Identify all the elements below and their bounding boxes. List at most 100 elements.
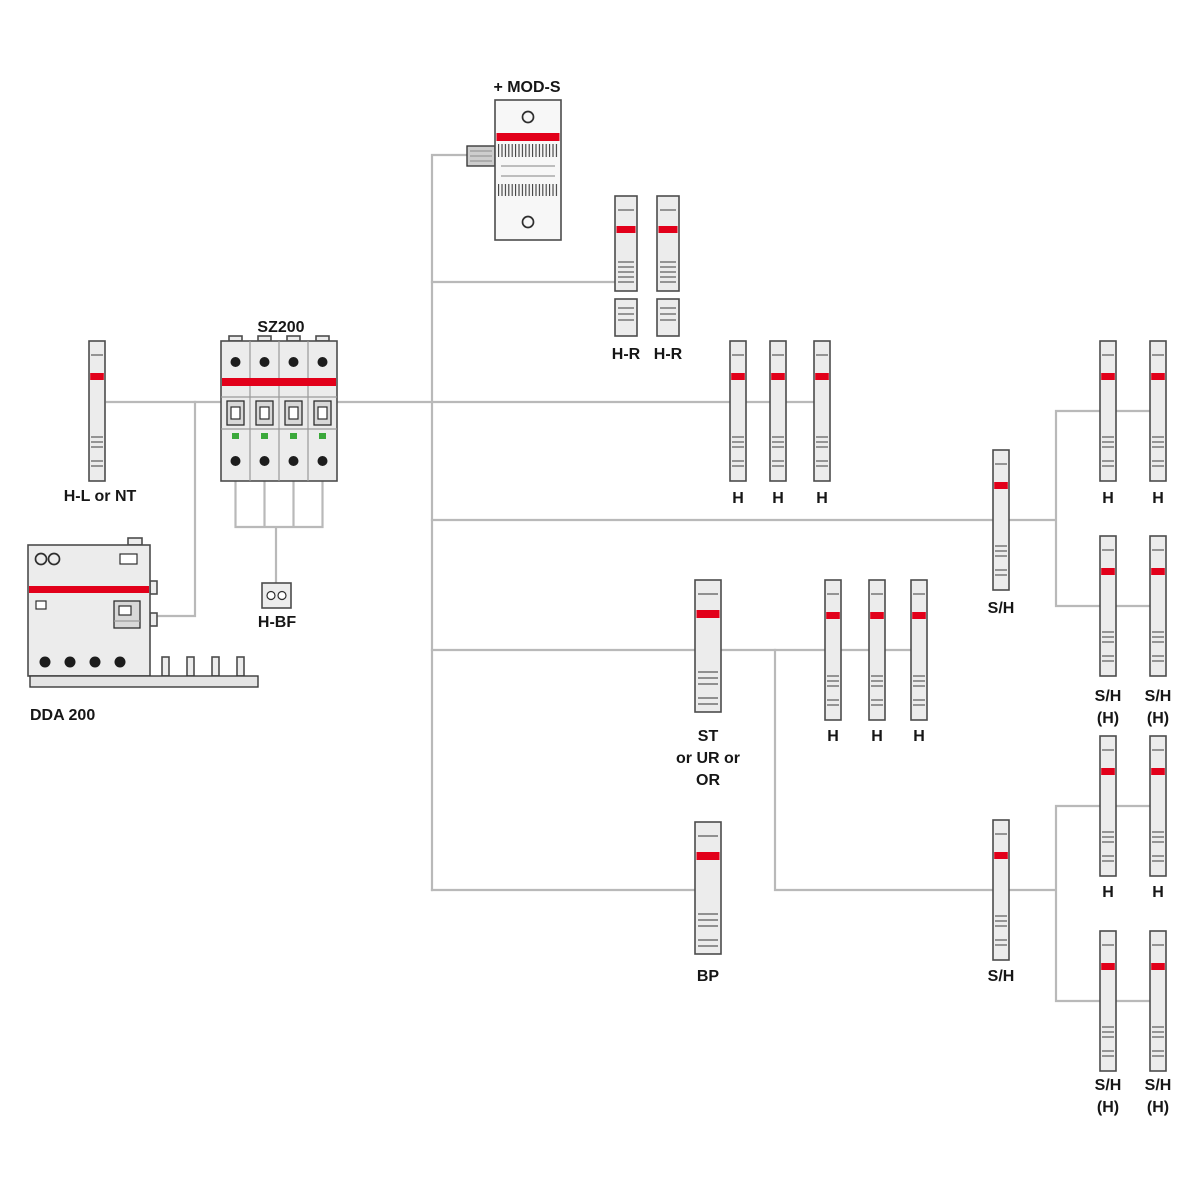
label-s-h-top: S/H bbox=[988, 600, 1015, 617]
dda200-block bbox=[27, 537, 259, 688]
dda200-red-stripe bbox=[29, 586, 149, 593]
h-bf-device bbox=[261, 582, 292, 609]
label-right-sh-1a-line1: S/H bbox=[1095, 688, 1122, 705]
dda200-top-tab bbox=[127, 537, 143, 546]
dda200-screw bbox=[39, 656, 51, 668]
connector-s-h-top-branches bbox=[1007, 409, 1160, 608]
mod-s-terminal-band-top bbox=[498, 144, 558, 157]
sz200-screw bbox=[317, 357, 328, 367]
dda200-side-tab bbox=[149, 580, 158, 595]
sz200-screw bbox=[317, 456, 328, 466]
mod-s-terminal-band-bottom bbox=[498, 184, 558, 196]
connector-trunk-and-mod-s bbox=[430, 153, 469, 892]
label-right-sh-1a-line2: (H) bbox=[1097, 710, 1119, 727]
components bbox=[27, 99, 1167, 1072]
mod-s-body bbox=[494, 99, 562, 241]
label-right-h-1a: H bbox=[1102, 490, 1114, 507]
dda200-screw bbox=[64, 656, 76, 668]
sz200-screw bbox=[288, 357, 299, 367]
label-h-top-2: H bbox=[772, 490, 784, 507]
labels: + MOD-S SZ200 H-L or NT DDA 200 H-BF H-R… bbox=[30, 79, 1171, 1116]
label-st-line2: or UR or bbox=[676, 750, 740, 767]
module-h-l-or-nt bbox=[88, 340, 106, 482]
label-h-mid-3: H bbox=[913, 728, 925, 745]
dda200-busbar-pin bbox=[161, 656, 170, 677]
module-h-top-1 bbox=[729, 340, 747, 482]
connector-lines bbox=[105, 153, 1160, 1003]
label-right-sh-2a-line1: S/H bbox=[1095, 1077, 1122, 1094]
dda200-busbar-pin bbox=[211, 656, 220, 677]
module-st-ur-or bbox=[694, 579, 722, 713]
connector-st-branch-down bbox=[773, 648, 995, 892]
label-right-sh-1b-line1: S/H bbox=[1145, 688, 1172, 705]
module-right-sh-2b bbox=[1149, 930, 1167, 1072]
sz200-status-indicator bbox=[261, 433, 268, 439]
h-bf-hole bbox=[266, 590, 276, 601]
sz200-status-indicator bbox=[232, 433, 239, 439]
mod-s-plug-contacts bbox=[470, 150, 492, 162]
connector-sz200-pins-to-h-bf bbox=[234, 479, 324, 585]
label-h-mid-1: H bbox=[827, 728, 839, 745]
module-s-h-bottom bbox=[992, 819, 1010, 961]
dda200-test-hole bbox=[47, 552, 61, 566]
label-st-line3: OR bbox=[696, 772, 720, 789]
module-bp bbox=[694, 821, 722, 955]
dda200-test-hole bbox=[34, 552, 48, 566]
label-st-line1: ST bbox=[698, 728, 719, 745]
sz200-screw bbox=[230, 357, 241, 367]
module-h-mid-1 bbox=[824, 579, 842, 721]
sz200-screw bbox=[230, 456, 241, 466]
label-right-sh-2a-line2: (H) bbox=[1097, 1099, 1119, 1116]
label-h-r-2: H-R bbox=[654, 346, 683, 363]
module-right-h-1b bbox=[1149, 340, 1167, 482]
label-right-h-2b: H bbox=[1152, 884, 1164, 901]
module-h-top-2 bbox=[769, 340, 787, 482]
module-right-sh-2a bbox=[1099, 930, 1117, 1072]
connector-to-dda200 bbox=[148, 400, 197, 618]
label-h-mid-2: H bbox=[871, 728, 883, 745]
mod-s-red-stripe bbox=[496, 133, 560, 141]
label-mod-s: + MOD-S bbox=[493, 79, 560, 96]
module-h-top-3 bbox=[813, 340, 831, 482]
h-bf-body bbox=[261, 582, 292, 609]
label-h-top-3: H bbox=[816, 490, 828, 507]
module-h-mid-2 bbox=[868, 579, 886, 721]
module-h-r-2 bbox=[656, 195, 680, 337]
mod-s-bottom-hole bbox=[521, 215, 535, 229]
sz200-screw bbox=[259, 456, 270, 466]
dda200-screw bbox=[89, 656, 101, 668]
sz200-breaker bbox=[220, 335, 338, 482]
label-h-bf: H-BF bbox=[258, 614, 296, 631]
module-h-r-1 bbox=[614, 195, 638, 337]
label-right-sh-1b-line2: (H) bbox=[1147, 710, 1169, 727]
h-bf-hole bbox=[277, 590, 287, 601]
label-s-h-bottom: S/H bbox=[988, 968, 1015, 985]
dda200-busbar-pin bbox=[236, 656, 245, 677]
dda200-screw bbox=[114, 656, 126, 668]
module-s-h-top bbox=[992, 449, 1010, 591]
label-h-l-or-nt: H-L or NT bbox=[64, 488, 137, 505]
module-right-sh-1b bbox=[1149, 535, 1167, 677]
dda200-busbar bbox=[29, 675, 259, 688]
label-right-h-1b: H bbox=[1152, 490, 1164, 507]
label-sz200: SZ200 bbox=[257, 319, 304, 336]
sz200-red-stripe bbox=[222, 378, 336, 386]
dda200-side-tab bbox=[149, 612, 158, 627]
sz200-screw bbox=[259, 357, 270, 367]
dda200-busbar-pin bbox=[186, 656, 195, 677]
dda200-window bbox=[35, 600, 47, 610]
sz200-screw bbox=[288, 456, 299, 466]
label-right-sh-2b-line1: S/H bbox=[1145, 1077, 1172, 1094]
module-right-h-2b bbox=[1149, 735, 1167, 877]
module-h-mid-3 bbox=[910, 579, 928, 721]
mod-s-top-hole bbox=[521, 110, 535, 124]
label-right-sh-2b-line2: (H) bbox=[1147, 1099, 1169, 1116]
sz200-status-indicator bbox=[290, 433, 297, 439]
mod-s-device bbox=[466, 99, 562, 241]
module-right-h-2a bbox=[1099, 735, 1117, 877]
label-h-top-1: H bbox=[732, 490, 744, 507]
label-right-h-2a: H bbox=[1102, 884, 1114, 901]
sz200-status-indicator bbox=[319, 433, 326, 439]
